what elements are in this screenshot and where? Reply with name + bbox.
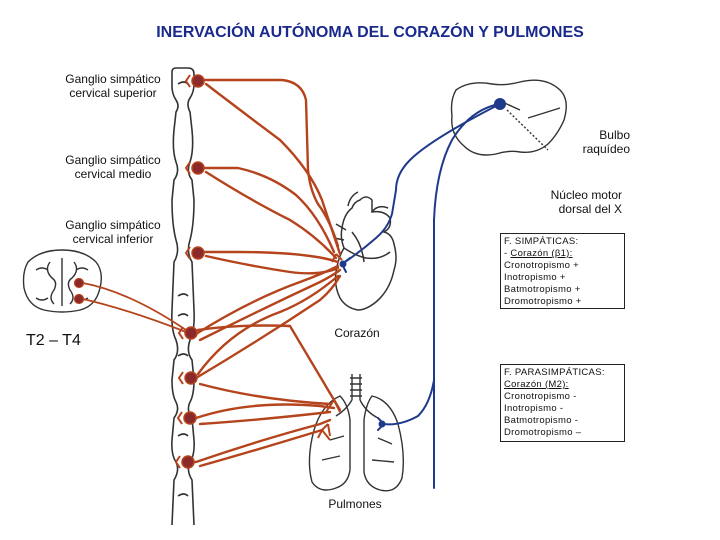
sympathetic-box-title: F. SIMPÁTICAS:: [504, 236, 579, 247]
label-ganglion-inferior: Ganglio simpático cervical inferior: [48, 218, 178, 246]
label-bulbo-line2: raquídeo: [582, 142, 630, 156]
parasympathetic-nodes: [339, 98, 506, 428]
label-bulbo-line1: Bulbo: [599, 128, 630, 142]
sympathetic-box: F. SIMPÁTICAS: - Corazón (β1): Cronotrop…: [500, 233, 625, 309]
label-ganglion-superior-line1: Ganglio simpático: [65, 72, 161, 86]
parasympathetic-effect-4: Dromotropismo –: [504, 427, 582, 438]
label-bulbo: Bulbo raquídeo: [560, 128, 630, 156]
label-ganglion-inferior-line1: Ganglio simpático: [65, 218, 161, 232]
sympathetic-endings: [317, 253, 343, 441]
heart-outline: [333, 191, 397, 311]
label-pulmones: Pulmones: [328, 497, 382, 511]
lungs-outline: [308, 374, 405, 492]
sympathetic-effect-1: Cronotropismo +: [504, 260, 579, 271]
label-ganglion-inferior-line2: cervical inferior: [72, 232, 154, 246]
parasympathetic-fibers: [341, 103, 500, 489]
sympathetic-fibers: [186, 78, 342, 468]
label-corazon: Corazón: [334, 326, 380, 340]
label-nucleo-line1: Núcleo motor: [550, 188, 622, 202]
label-ganglion-medio-line2: cervical medio: [74, 167, 152, 181]
label-ganglion-medio: Ganglio simpático cervical medio: [48, 153, 178, 181]
label-ganglion-superior-line2: cervical superior: [69, 86, 157, 100]
label-nucleo: Núcleo motor dorsal del X: [520, 188, 622, 216]
sympathetic-effect-4: Dromotropismo +: [504, 296, 582, 307]
parasympathetic-effect-3: Batmotropismo -: [504, 415, 579, 426]
sympathetic-effect-3: Batmotropismo +: [504, 284, 581, 295]
spinal-cord-section: [22, 249, 103, 313]
parasympathetic-box-organ-line: Corazón (M2):: [504, 379, 621, 391]
label-nucleo-line2: dorsal del X: [558, 202, 622, 216]
parasympathetic-box-organ: Corazón (M2):: [504, 379, 569, 390]
spinal-ganglia: [73, 277, 187, 333]
label-t2-t4: T2 – T4: [26, 332, 81, 349]
parasympathetic-box: F. PARASIMPÁTICAS: Corazón (M2): Cronotr…: [500, 364, 625, 442]
sympathetic-box-organ-line: - Corazón (β1):: [504, 248, 621, 260]
label-ganglion-superior: Ganglio simpático cervical superior: [48, 72, 178, 100]
parasympathetic-effect-2: Inotropismo -: [504, 403, 564, 414]
ganglia: [181, 74, 205, 469]
sympathetic-box-prefix: -: [504, 248, 511, 259]
label-ganglion-medio-line1: Ganglio simpático: [65, 153, 161, 167]
parasympathetic-effect-1: Cronotropismo -: [504, 391, 577, 402]
parasympathetic-box-title: F. PARASIMPÁTICAS:: [504, 367, 605, 378]
sympathetic-effect-2: Inotropismo +: [504, 272, 566, 283]
sympathetic-box-organ: Corazón (β1):: [510, 248, 573, 259]
ganglion-branches: [174, 74, 191, 469]
medulla-outline: [450, 79, 567, 156]
page-title: INERVACIÓN AUTÓNOMA DEL CORAZÓN Y PULMON…: [156, 24, 584, 41]
